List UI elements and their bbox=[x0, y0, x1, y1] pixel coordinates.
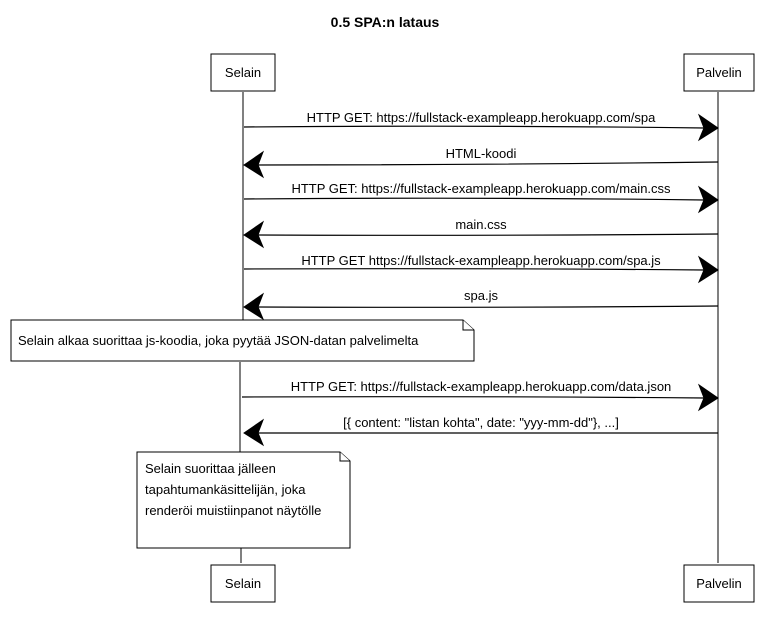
arrowhead-left bbox=[243, 150, 265, 179]
message-request-spa: HTTP GET: https://fullstack-exampleapp.h… bbox=[243, 110, 719, 142]
message-response-main-css: main.css bbox=[243, 217, 719, 249]
participant-label: Palvelin bbox=[696, 65, 742, 80]
message-label: HTTP GET: https://fullstack-exampleapp.h… bbox=[291, 181, 671, 196]
message-label: HTTP GET: https://fullstack-exampleapp.h… bbox=[291, 379, 672, 394]
participant-label: Selain bbox=[225, 65, 261, 80]
message-response-spa-js: spa.js bbox=[243, 288, 719, 321]
message-request-data-json: HTTP GET: https://fullstack-exampleapp.h… bbox=[241, 379, 719, 412]
arrowhead-right bbox=[697, 255, 719, 284]
arrowhead-right bbox=[697, 383, 719, 412]
message-request-spa-js: HTTP GET https://fullstack-exampleapp.he… bbox=[243, 253, 719, 284]
arrowhead-right bbox=[697, 185, 719, 214]
palvelin-lifeline bbox=[717, 91, 719, 564]
participant-selain-bottom: Selain bbox=[210, 564, 276, 603]
note-line: renderöi muistiinpanot näytölle bbox=[145, 503, 321, 518]
message-label: HTTP GET: https://fullstack-exampleapp.h… bbox=[307, 110, 657, 125]
arrowhead-left bbox=[243, 418, 265, 447]
diagram-title: 0.5 SPA:n lataus bbox=[331, 14, 440, 30]
message-label: spa.js bbox=[464, 288, 498, 303]
message-response-html: HTML-koodi bbox=[243, 146, 719, 179]
message-label: [{ content: "listan kohta", date: "yyy-m… bbox=[343, 415, 619, 430]
arrowhead-right bbox=[697, 113, 719, 142]
participant-label: Palvelin bbox=[696, 576, 742, 591]
selain-lifeline bbox=[239, 92, 244, 563]
participant-palvelin-top: Palvelin bbox=[683, 53, 755, 92]
arrowhead-left bbox=[243, 220, 265, 249]
participant-selain-top: Selain bbox=[210, 53, 276, 92]
message-label: main.css bbox=[455, 217, 507, 232]
message-request-main-css: HTTP GET: https://fullstack-exampleapp.h… bbox=[243, 181, 719, 214]
note-line: Selain alkaa suorittaa js-koodia, joka p… bbox=[18, 333, 419, 348]
participant-palvelin-bottom: Palvelin bbox=[683, 564, 755, 603]
note-line: tapahtumankäsittelijän, joka bbox=[145, 482, 306, 497]
message-label: HTML-koodi bbox=[446, 146, 517, 161]
note-line: Selain suorittaa jälleen bbox=[145, 461, 276, 476]
note-js-execution: Selain alkaa suorittaa js-koodia, joka p… bbox=[10, 319, 475, 362]
message-response-data-json: [{ content: "listan kohta", date: "yyy-m… bbox=[243, 415, 719, 447]
participant-label: Selain bbox=[225, 576, 261, 591]
arrowhead-left bbox=[243, 292, 265, 321]
note-render-notes: Selain suorittaa jälleen tapahtumankäsit… bbox=[136, 451, 351, 549]
message-label: HTTP GET https://fullstack-exampleapp.he… bbox=[301, 253, 661, 268]
